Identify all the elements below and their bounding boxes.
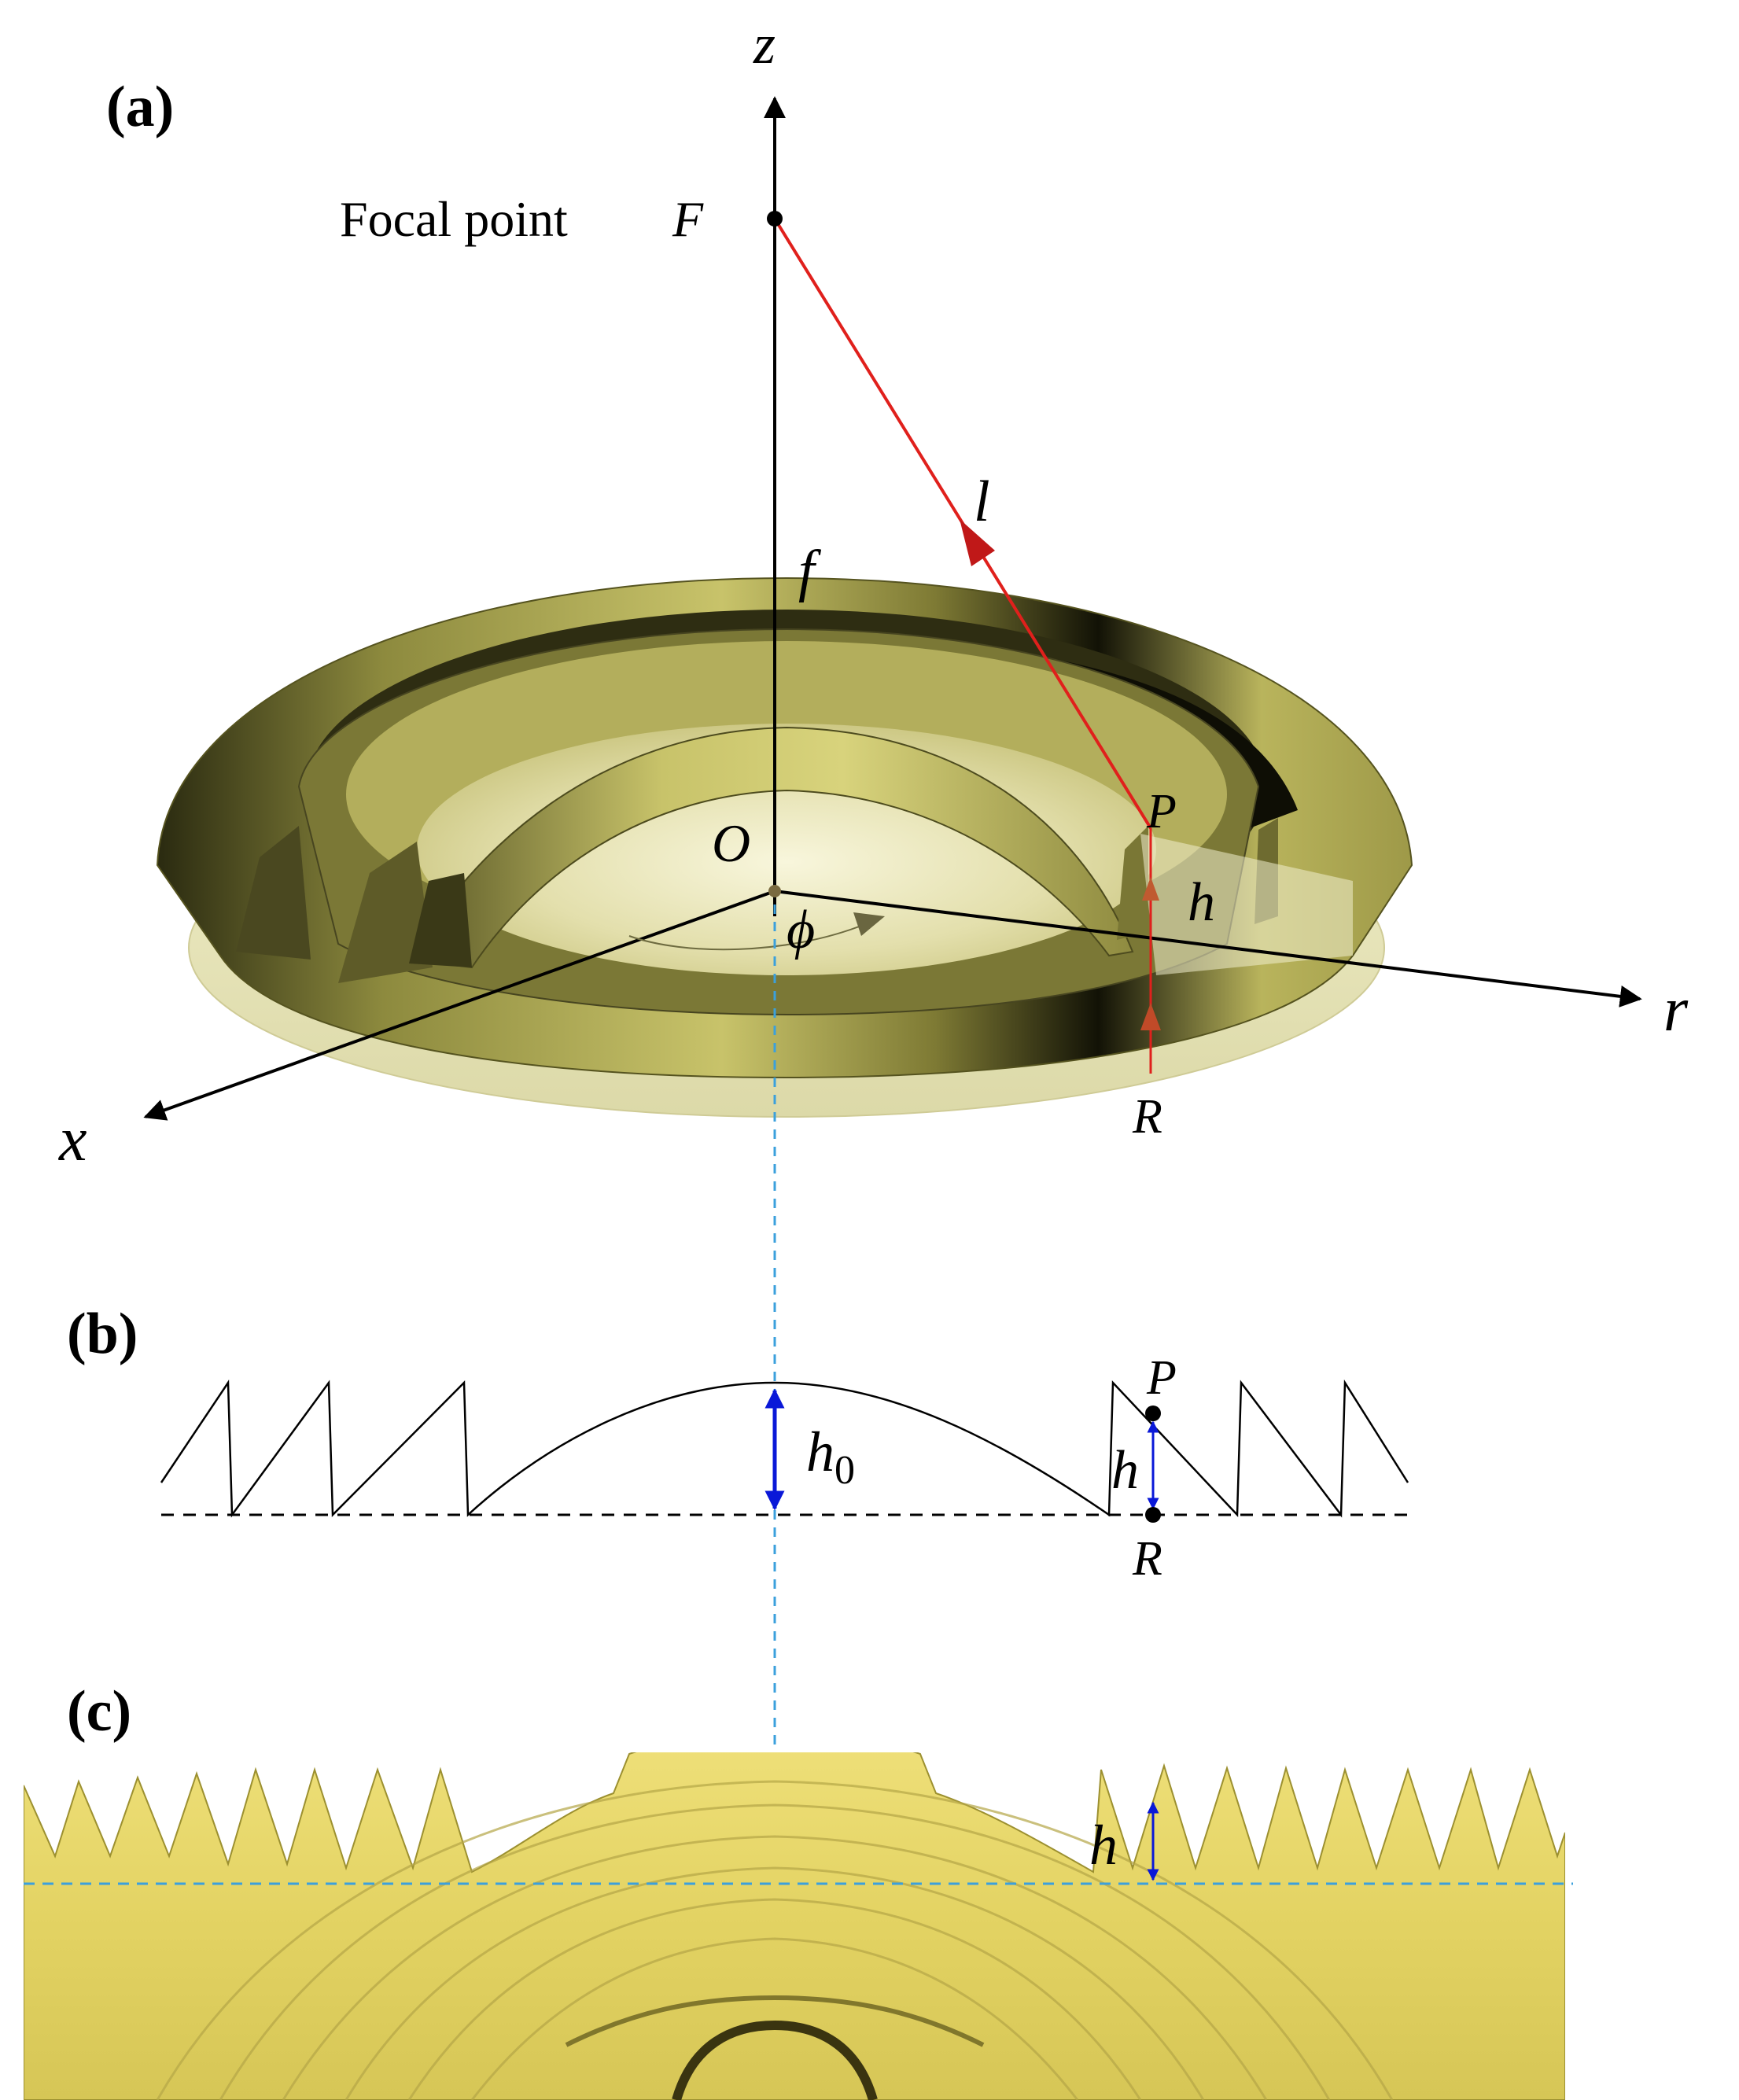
origin-dot (768, 885, 781, 897)
r-axis-label: r (1663, 975, 1689, 1044)
focal-point-dot (767, 211, 783, 227)
surface-fringes (156, 1780, 1394, 2100)
panel-a: (a) z Focal point F l f O P h ϕ r x R (58, 13, 1689, 1174)
h-arrowhead-upper (1142, 877, 1159, 901)
h-arrowhead-lower (1140, 1003, 1161, 1030)
P-label-b: P (1146, 1351, 1177, 1405)
ray-l-arrowhead (960, 519, 995, 566)
h0-subscript: 0 (834, 1448, 855, 1493)
panel-c-label: (c) (67, 1679, 131, 1744)
phi-label: ϕ (787, 900, 815, 960)
x-axis (143, 890, 776, 1121)
h0-label: h0 (806, 1420, 855, 1493)
R-label-b: R (1132, 1532, 1162, 1586)
panel-c: (c) h (24, 1679, 1573, 2100)
point-R-dot (1145, 1507, 1161, 1523)
point-P-dot (1145, 1406, 1161, 1421)
sawtooth-profile (160, 1379, 1409, 1518)
F-label: F (672, 191, 704, 247)
phi-arrowhead (853, 912, 885, 936)
R-label-a: R (1132, 1090, 1162, 1144)
r-axis (774, 890, 1642, 1008)
panel-b: (b) h0 P h R (67, 1302, 1409, 1586)
panel-a-label: (a) (106, 75, 174, 139)
focal-point-label: Focal point (340, 191, 568, 247)
fresnel-lens-3d (156, 577, 1413, 1118)
P-label-a: P (1146, 785, 1177, 838)
dark-ring-2 (565, 1995, 985, 2047)
h-label-b: h (1111, 1440, 1139, 1501)
h-label-a: h (1188, 872, 1215, 933)
O-label: O (712, 813, 750, 873)
h-label-c: h (1089, 1814, 1118, 1877)
phi-arc (628, 923, 866, 951)
x-axis-label: x (58, 1105, 87, 1174)
panel-b-label: (b) (67, 1302, 138, 1366)
l-label: l (974, 470, 990, 534)
central-dark-ring (672, 2020, 878, 2100)
z-axis-label: z (753, 13, 776, 76)
